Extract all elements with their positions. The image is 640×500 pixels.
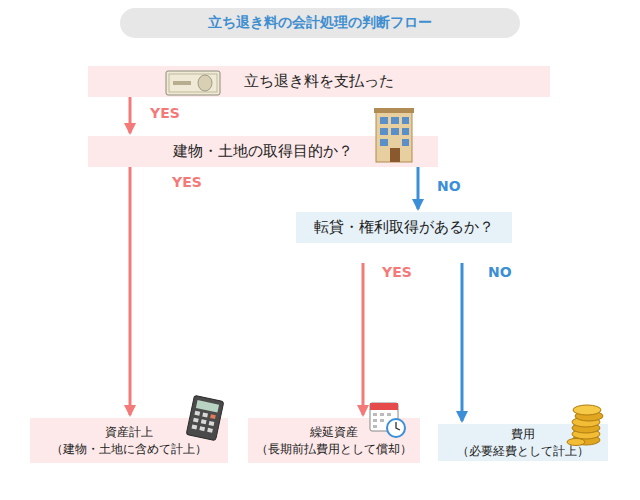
flow-arrow [129, 97, 132, 133]
title-pill: 立ち退き料の会計処理の判断フロー [120, 8, 520, 38]
edge-label: NO [437, 178, 461, 194]
node-text: 転貸・権利取得があるか？ [314, 217, 494, 237]
node-text: 費用 [511, 426, 535, 442]
diagram-title: 立ち退き料の会計処理の判断フロー [208, 14, 432, 32]
result-box: 資産計上（建物・土地に含めて計上） [30, 418, 228, 463]
decision-band: 建物・土地の取得目的か？ [88, 136, 438, 167]
decision-band: 転貸・権利取得があるか？ [296, 212, 512, 243]
result-box: 繰延資産（長期前払費用として償却） [248, 418, 420, 463]
edge-label: YES [382, 264, 412, 280]
node-text: 資産計上 [105, 424, 153, 440]
calculator-key [194, 411, 200, 416]
flow-arrow [417, 167, 420, 209]
flow-arrow [461, 263, 464, 421]
edge-label: YES [172, 174, 202, 190]
building-window [391, 128, 399, 135]
coin [573, 405, 601, 415]
edge-label: NO [488, 264, 512, 280]
flow-arrow [362, 263, 365, 415]
calendar-cell [387, 413, 391, 416]
coin [575, 411, 603, 421]
calculator-key [202, 412, 208, 417]
node-text: 立ち退き料を支払った [244, 71, 394, 91]
building-window [380, 128, 388, 135]
building-window [402, 128, 409, 135]
edge-label: YES [150, 105, 180, 121]
node-subtext: （長期前払費用として償却） [256, 441, 412, 457]
calendar-header [370, 403, 398, 410]
building-roof [374, 108, 414, 113]
building-window [380, 117, 388, 124]
building-window [402, 117, 409, 124]
flow-arrow [129, 167, 132, 415]
node-subtext: （建物・土地に含めて計上） [51, 441, 207, 457]
calendar-cell [373, 413, 377, 416]
calendar-cell [380, 413, 384, 416]
building-window [391, 117, 399, 124]
node-subtext: （必要経費として計上） [457, 443, 589, 459]
calculator-screen [196, 400, 219, 412]
start-band: 立ち退き料を支払った [88, 66, 550, 97]
node-text: 繰延資産 [310, 424, 358, 440]
node-text: 建物・土地の取得目的か？ [173, 141, 353, 161]
result-box: 費用（必要経費として計上） [438, 424, 608, 461]
